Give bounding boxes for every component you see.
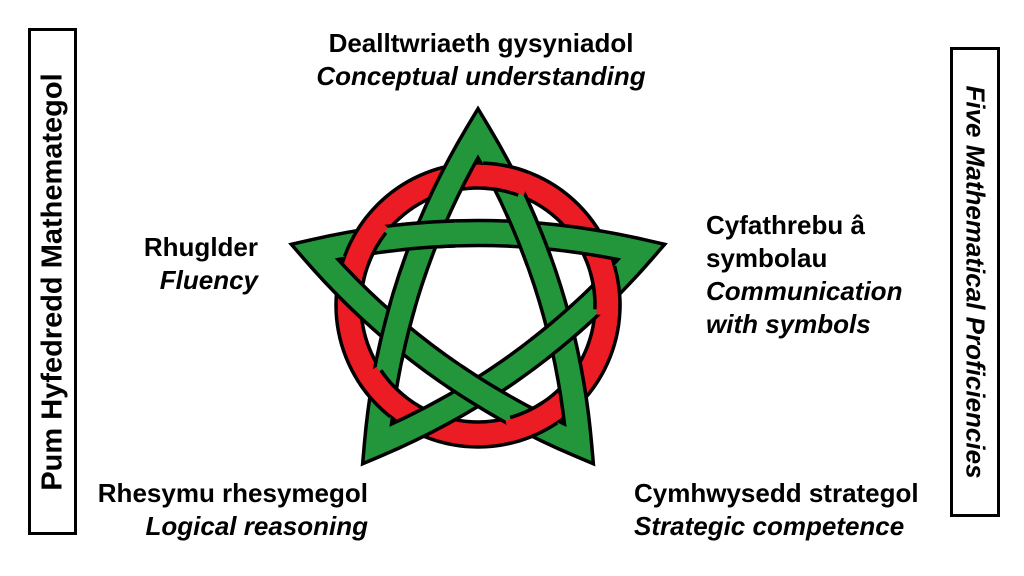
star-over-segment-fill — [376, 292, 416, 371]
ring-over-segment — [344, 213, 389, 270]
star-over-segment-fill — [388, 222, 466, 250]
label-fluency: Rhuglder Fluency — [144, 231, 258, 297]
label-communication-english-line1: Communication — [706, 276, 903, 306]
label-conceptual-understanding-welsh: Dealltwriaeth gysyniadol — [328, 28, 634, 58]
star-over-segment-fill — [504, 195, 553, 274]
star-over-segment-fill — [524, 298, 597, 364]
label-communication-welsh-line1: Cyfathrebu â — [706, 210, 865, 240]
label-communication-with-symbols: Cyfathrebu â symbolau Communication with… — [706, 209, 902, 341]
vertical-banner-welsh: Pum Hyfedredd Mathemategol — [28, 28, 77, 535]
vertical-banner-english: Five Mathematical Proficiencies — [950, 47, 1000, 517]
label-conceptual-understanding-english: Conceptual understanding — [316, 61, 646, 91]
ring-over-segment — [358, 366, 410, 420]
ring-over-segment — [476, 164, 532, 196]
label-logical-reasoning: Rhesymu rhesymegol Logical reasoning — [98, 477, 368, 543]
label-logical-reasoning-welsh: Rhesymu rhesymegol — [97, 478, 368, 508]
label-strategic-competence: Cymhwysedd strategol Strategic competenc… — [634, 477, 919, 543]
label-fluency-welsh: Rhuglder — [143, 232, 258, 262]
vertical-banner-welsh-text: Pum Hyfedredd Mathemategol — [36, 72, 68, 491]
label-strategic-competence-welsh: Cymhwysedd strategol — [634, 478, 919, 508]
label-conceptual-understanding: Dealltwriaeth gysyniadol Conceptual unde… — [316, 27, 645, 93]
vertical-banner-english-text: Five Mathematical Proficiencies — [960, 85, 991, 479]
label-communication-welsh-line2: symbolau — [706, 243, 828, 273]
label-logical-reasoning-english: Logical reasoning — [145, 511, 369, 541]
label-communication-english-line2: with symbols — [706, 309, 871, 339]
label-fluency-english: Fluency — [159, 265, 258, 295]
label-strategic-competence-english: Strategic competence — [634, 511, 905, 541]
star-over-segment-fill — [440, 362, 516, 421]
ring-over-segment — [590, 260, 619, 317]
ring-over-segment — [505, 400, 562, 442]
weave-overlays — [342, 161, 622, 444]
